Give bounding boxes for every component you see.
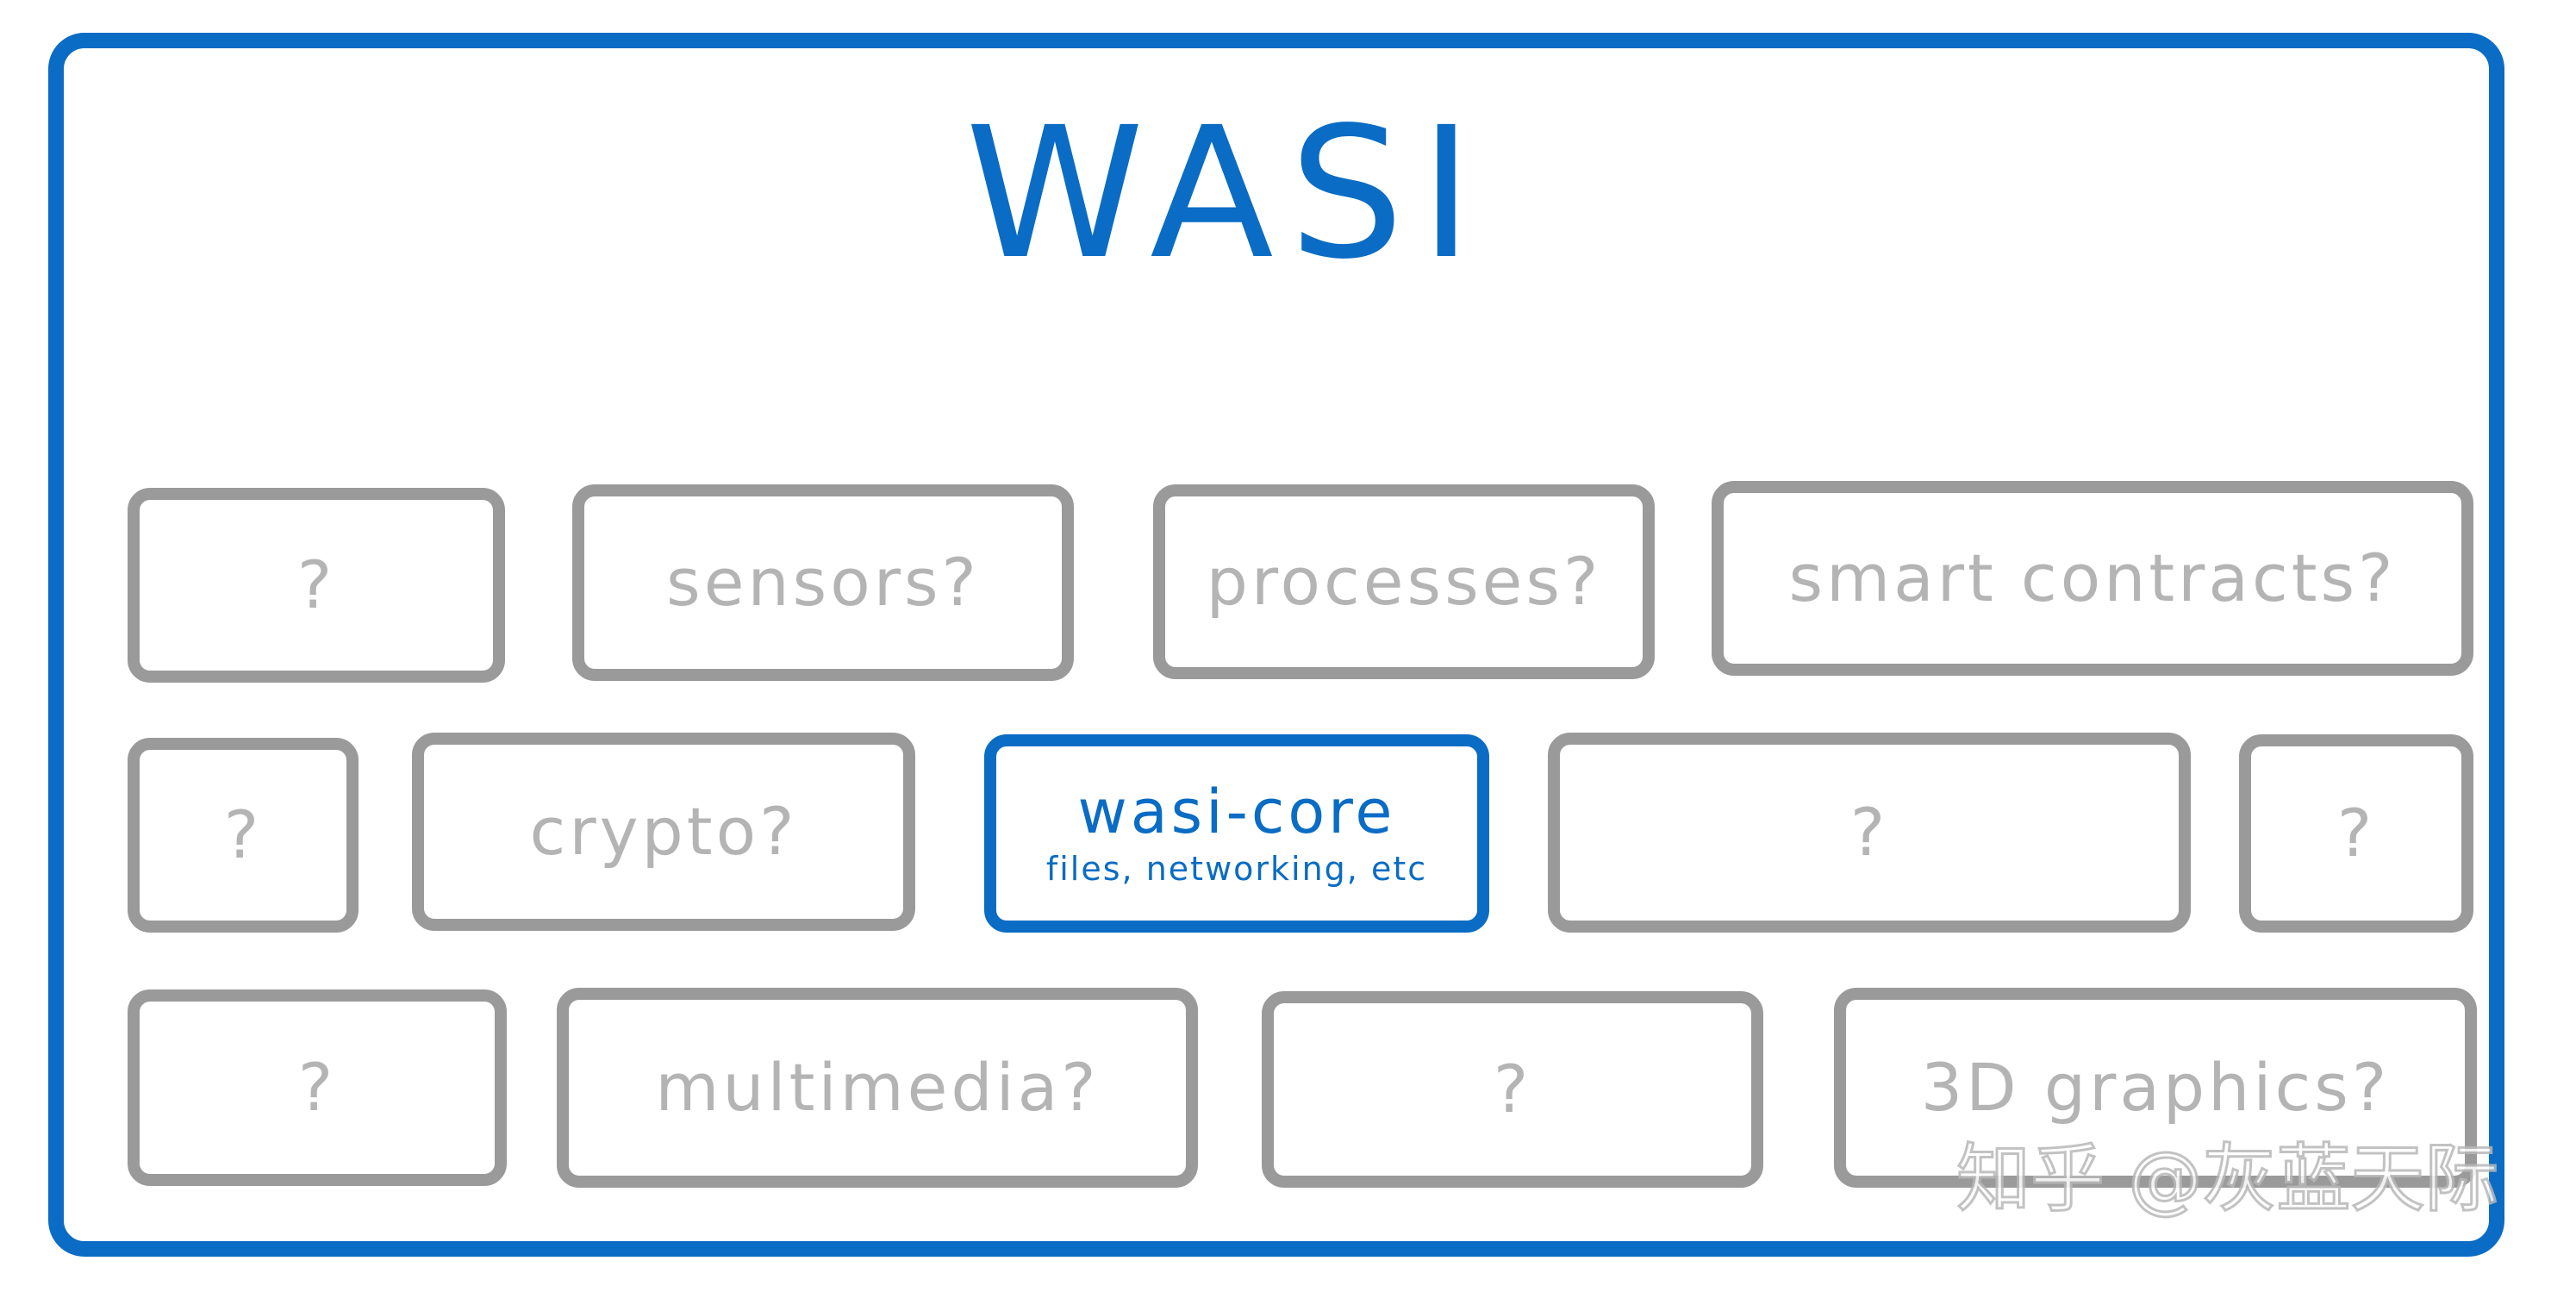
module-box-wasi-core: wasi-core files, networking, etc <box>984 734 1489 933</box>
module-box-3d-graphics: 3D graphics? <box>1834 988 2477 1188</box>
module-label: crypto? <box>529 793 798 870</box>
module-sublabel-wasi-core: files, networking, etc <box>1045 850 1428 888</box>
module-label: ? <box>223 796 263 873</box>
module-label: multimedia? <box>655 1049 1100 1126</box>
module-label: ? <box>296 546 336 623</box>
module-box: ? <box>2239 734 2473 933</box>
module-box-smart-contracts: smart contracts? <box>1712 481 2473 676</box>
module-box-processes: processes? <box>1153 484 1655 679</box>
module-box: ? <box>1548 733 2191 933</box>
module-box: ? <box>128 738 359 933</box>
module-box: ? <box>128 989 507 1186</box>
module-label: sensors? <box>666 544 980 621</box>
module-label: ? <box>2336 795 2376 871</box>
module-label: 3D graphics? <box>1920 1049 2391 1126</box>
module-label: ? <box>297 1049 337 1126</box>
module-box: ? <box>128 488 505 683</box>
diagram-title: WASI <box>965 88 1489 299</box>
module-label: smart contracts? <box>1788 540 2397 616</box>
module-box-multimedia: multimedia? <box>557 988 1198 1188</box>
wasi-frame <box>48 33 2504 1257</box>
module-box: ? <box>1262 991 1763 1188</box>
module-box-sensors: sensors? <box>572 484 1074 681</box>
module-label: ? <box>1493 1051 1532 1127</box>
module-label: processes? <box>1206 543 1602 620</box>
module-label-wasi-core: wasi-core <box>1077 777 1396 847</box>
module-label: ? <box>1849 794 1889 871</box>
watermark: 知乎 @灰蓝天际 <box>1955 1135 2499 1224</box>
module-box-crypto: crypto? <box>412 733 915 931</box>
